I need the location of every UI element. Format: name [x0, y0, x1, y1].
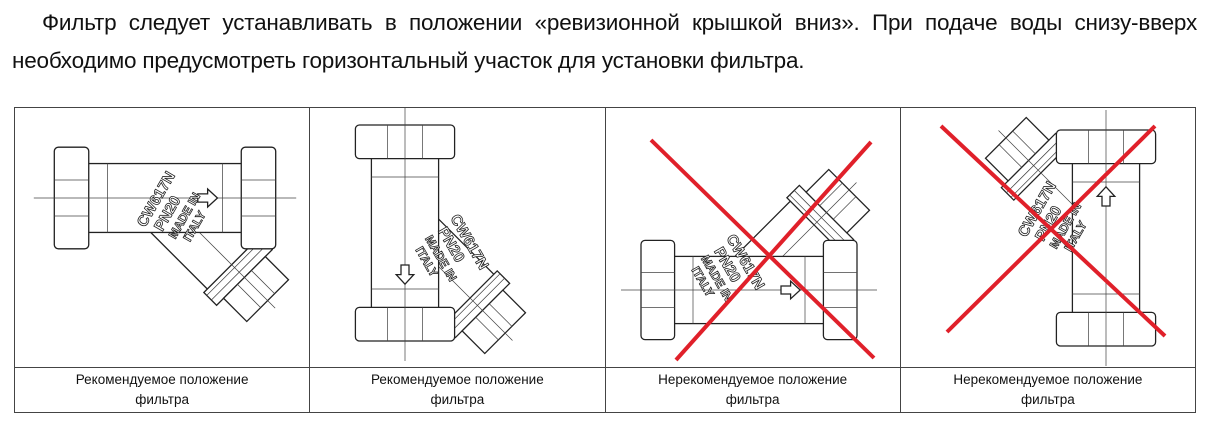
- red-cross-icon: [939, 124, 1167, 338]
- caption-line: фильтра: [430, 392, 485, 407]
- caption-3: Нерекомендуемое положение фильтра: [604, 367, 901, 413]
- caption-line: Нерекомендуемое положение: [953, 372, 1143, 387]
- caption-line: фильтра: [725, 392, 780, 407]
- red-cross-icon: [649, 138, 875, 360]
- cell-drawing-3: CW617N PN20 MADE IN ITALY: [604, 107, 901, 368]
- caption-line: Нерекомендуемое положение: [658, 372, 848, 387]
- red-cross-icon: [945, 124, 1157, 334]
- caption-line: Рекомендуемое положение: [371, 372, 544, 387]
- caption-1: Рекомендуемое положение фильтра: [13, 367, 311, 413]
- installation-positions-table: CW617N PN20 MADE IN ITALY CW617N PN20 MA…: [13, 107, 1197, 413]
- strainer-drawing-vertical-up-flow: CW617N PN20 MADE IN ITALY: [939, 108, 1167, 367]
- caption-4: Нерекомендуемое положение фильтра: [899, 367, 1197, 413]
- cell-drawing-2: CW617N PN20 MADE IN ITALY: [309, 107, 606, 368]
- cell-drawing-4: CW617N PN20 MADE IN ITALY: [899, 107, 1197, 368]
- caption-line: фильтра: [135, 392, 189, 407]
- red-cross-icon: [674, 140, 872, 362]
- strainer-drawing-vertical-down-flow: CW617N PN20 MADE IN ITALY: [355, 108, 541, 367]
- caption-line: Рекомендуемое положение: [75, 372, 249, 387]
- intro-text: Фильтр следует устанавливать в положении…: [12, 10, 1197, 73]
- strainer-drawing-horizontal-cap-down: CW617N PN20 MADE IN ITALY: [33, 146, 298, 337]
- cell-drawing-1: CW617N PN20 MADE IN ITALY: [13, 107, 311, 368]
- caption-line: фильтра: [1021, 392, 1075, 407]
- intro-paragraph: Фильтр следует устанавливать в положении…: [12, 4, 1197, 80]
- strainer-drawing-horizontal-cap-up: CW617N PN20 MADE IN ITALY: [619, 138, 884, 362]
- caption-2: Рекомендуемое положение фильтра: [309, 367, 606, 413]
